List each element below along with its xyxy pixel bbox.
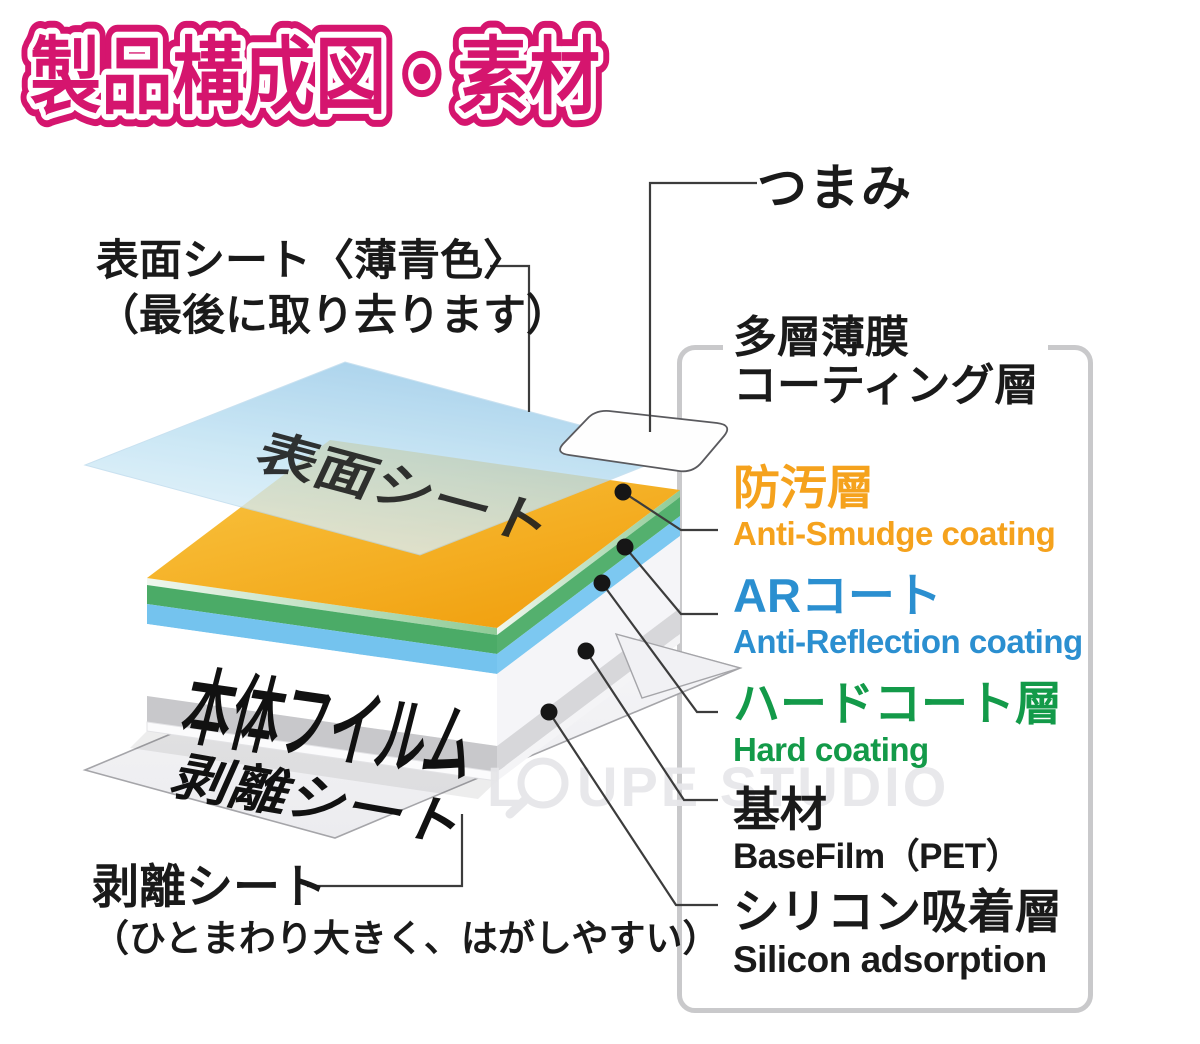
hardcoat-jp: ハードコート層	[733, 677, 1062, 730]
arcoat-en: Anti-Reflection coating	[733, 623, 1083, 660]
coating-group-heading-line2: コーティング層	[733, 360, 1039, 410]
layer-label-silicon: シリコン吸着層 Silicon adsorption	[733, 888, 1062, 978]
page-title-text: 製品構成図・素材	[30, 30, 600, 124]
release-sheet-callout-note: （ひとまわり大きく、はがしやすい）	[92, 918, 720, 959]
antismudge-en: Anti-Smudge coating	[733, 515, 1056, 552]
page-title: 製品構成図・素材 製品構成図・素材	[17, 17, 613, 137]
basefilm-jp: 基材	[733, 783, 827, 836]
magnifier-icon	[517, 757, 569, 809]
release-sheet-shape	[82, 599, 743, 839]
surface-sheet-callout-line1: 表面シート〈薄青色〉	[96, 237, 526, 285]
surface-sheet-callout-line2: （最後に取り去ります）	[96, 292, 569, 341]
surface-sheet-text: 表面シート	[247, 424, 561, 554]
silicon-jp: シリコン吸着層	[733, 885, 1062, 938]
tsumami-label: つまみ	[757, 160, 913, 216]
layer-label-arcoat: ARコート Anti-Reflection coating	[733, 572, 1083, 658]
dot-antismudge	[614, 483, 632, 501]
dot-hardcoat	[593, 574, 611, 592]
watermark-prefix: L	[487, 755, 521, 818]
surface-sheet-callout: 表面シート〈薄青色〉 （最後に取り去ります）	[96, 234, 569, 344]
basefilm-en: BaseFilm（PET）	[733, 837, 1021, 876]
layer-label-antismudge: 防汚層 Anti-Smudge coating	[733, 461, 1056, 552]
silicon-band-left	[147, 696, 497, 772]
arcoat-stripe-right	[497, 516, 680, 674]
arcoat-stripe-left	[147, 604, 497, 674]
dot-basefilm	[577, 642, 595, 660]
film-block	[146, 440, 680, 782]
body-film-text: 本体フイルム	[174, 660, 486, 793]
bottom-lip-right	[497, 634, 680, 781]
surface-sheet-shape	[83, 361, 682, 556]
leader-dots	[540, 483, 634, 721]
release-sheet-callout: 剥離シート	[92, 860, 327, 913]
hardcoat-stripe-left	[147, 585, 497, 654]
basefilm-face-left	[147, 624, 497, 746]
leader-release-sheet	[307, 814, 464, 888]
coating-group-heading-line1: 多層薄膜	[733, 313, 909, 362]
block-shadow	[130, 731, 497, 799]
dot-arcoat	[616, 538, 634, 556]
dot-silicon	[540, 703, 558, 721]
page-title-outline: 製品構成図・素材	[30, 30, 600, 124]
silicon-band-right	[497, 608, 680, 772]
antismudge-top-face	[147, 440, 680, 628]
silicon-en: Silicon adsorption	[733, 939, 1047, 980]
coating-group-heading: 多層薄膜 コーティング層	[723, 312, 1049, 414]
coat-highlight-right	[497, 490, 680, 635]
layer-label-hardcoat: ハードコート層 Hard coating	[733, 680, 1062, 766]
arcoat-jp: ARコート	[733, 569, 942, 622]
antismudge-jp: 防汚層	[733, 461, 874, 514]
hardcoat-stripe-right	[497, 497, 680, 654]
layer-label-basefilm: 基材 BaseFilm（PET）	[733, 783, 1021, 876]
coat-highlight-left	[147, 578, 497, 635]
bottom-lip-left	[146, 721, 498, 782]
basefilm-face-right	[497, 536, 680, 746]
release-sheet-text: 剥離シート	[163, 748, 475, 853]
hardcoat-en: Hard coating	[733, 731, 929, 768]
